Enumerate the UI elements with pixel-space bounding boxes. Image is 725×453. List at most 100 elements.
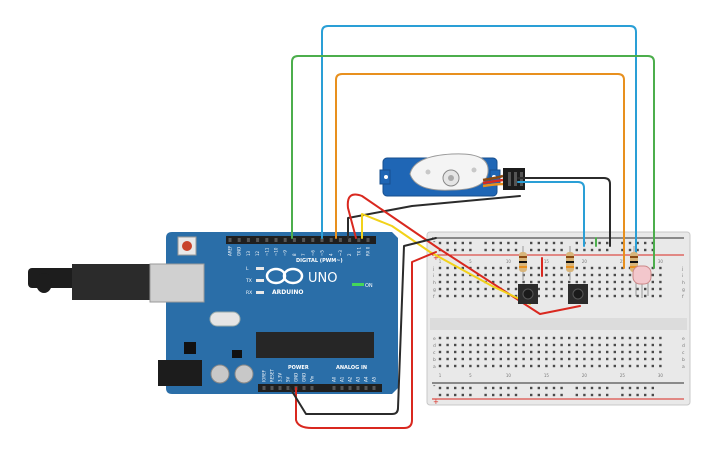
rail-plus-label-bottom: +	[433, 398, 439, 406]
usb-plug	[72, 264, 154, 300]
resistor-2[interactable]	[566, 246, 574, 280]
pushbutton-1[interactable]	[518, 284, 538, 304]
digital-pin-label: ~6	[310, 250, 315, 256]
status-led	[256, 279, 264, 282]
row-letter: c	[433, 351, 436, 356]
row-letter: h	[433, 280, 436, 286]
wire-blue-long[interactable]	[321, 25, 637, 269]
column-number-top: 20	[582, 259, 588, 264]
column-number-top: 1	[439, 259, 442, 264]
digital-pin-label: 12	[255, 250, 260, 256]
row-letter: d	[433, 343, 436, 349]
power-pin-label: IOREF	[262, 369, 267, 382]
analog-pin-label: A2	[348, 376, 353, 382]
digital-pin-label: GND	[237, 247, 242, 256]
analog-pin-label: A5	[372, 376, 377, 382]
row-letter: e	[682, 337, 685, 342]
servo-motor	[379, 153, 525, 197]
power-analog-header	[258, 384, 382, 392]
wire-yellow-button[interactable]	[361, 213, 531, 305]
analog-in-label: ANALOG IN	[336, 365, 367, 371]
analog-pin-label: A4	[364, 376, 369, 382]
analog-pin-label: A3	[356, 376, 361, 382]
wire-orange-long[interactable]	[335, 73, 625, 269]
analog-pin-label: A0	[332, 376, 337, 382]
digital-pin-label: 8	[292, 253, 297, 256]
usb-port	[149, 263, 205, 303]
row-letter: i	[682, 273, 683, 279]
row-letter: j	[432, 266, 434, 272]
row-letter: f	[433, 294, 435, 300]
wire-servo-ground[interactable]	[347, 195, 521, 239]
wire-red-5v[interactable]	[295, 251, 437, 429]
digital-pin-label: AREF	[228, 245, 233, 256]
digital-header	[226, 236, 376, 244]
column-number-top: 30	[658, 259, 664, 264]
row-letter: g	[682, 288, 685, 293]
digital-pin-label: TX 1	[356, 247, 361, 257]
column-number-bottom: 10	[506, 373, 512, 378]
row-letter: b	[433, 357, 436, 363]
wire-green-long[interactable]	[291, 55, 655, 269]
power-pin-label: 3.3V	[278, 373, 283, 382]
wire-servo-black[interactable]	[517, 177, 611, 247]
capacitor-1	[210, 364, 230, 384]
power-pin-label: GND	[294, 373, 299, 382]
breadboard-holes	[438, 241, 662, 397]
digital-pin-label: ~9	[283, 250, 288, 256]
breadboard-components	[518, 246, 652, 304]
arduino-uno-board: ARDUINO UNO DIGITAL (PWM~) POWER ANALOG …	[28, 232, 398, 394]
pushbutton-2[interactable]	[568, 284, 588, 304]
status-led-label: TX	[245, 278, 252, 284]
row-letter: b	[682, 357, 685, 363]
digital-pin-label: ~10	[274, 247, 279, 256]
column-number-bottom: 1	[439, 373, 442, 378]
row-letter: c	[682, 351, 685, 356]
wires	[289, 25, 655, 429]
on-led	[352, 283, 364, 286]
uno-text: UNO	[308, 271, 337, 286]
digital-pin-label: 4	[329, 253, 334, 256]
resistor-1[interactable]	[519, 246, 527, 280]
digital-pin-label: ~11	[264, 247, 269, 256]
column-number-bottom: 25	[620, 373, 626, 378]
arduino-logo	[265, 267, 304, 285]
row-letter: j	[681, 266, 683, 272]
row-letter: f	[682, 294, 684, 300]
usb-cable	[28, 268, 78, 288]
row-letter: e	[433, 337, 436, 342]
crystal	[209, 311, 241, 327]
status-led-label: L	[246, 266, 249, 272]
rgb-led[interactable]	[632, 265, 652, 298]
digital-pin-label: ~5	[320, 250, 325, 256]
power-pin-label: 5V	[286, 376, 291, 382]
rail-minus-label-bottom: -	[433, 382, 436, 390]
column-number-bottom: 15	[544, 373, 550, 378]
status-led	[256, 267, 264, 270]
wire-red-button[interactable]	[346, 193, 581, 315]
row-letter: a	[682, 365, 685, 370]
power-label: POWER	[288, 365, 309, 371]
on-label: ON	[365, 283, 373, 289]
power-pin-label: RESET	[270, 369, 275, 382]
power-jack	[158, 360, 202, 386]
digital-pwm-label: DIGITAL (PWM~)	[296, 258, 343, 264]
rail-plus-label: +	[433, 254, 439, 262]
reset-button[interactable]	[182, 241, 192, 251]
column-number-bottom: 30	[658, 373, 664, 378]
rail-minus-label: -	[433, 238, 436, 246]
row-letter: g	[433, 288, 436, 293]
column-number-bottom: 5	[469, 373, 472, 378]
digital-pin-label: 13	[246, 250, 251, 256]
wire-black-gnd[interactable]	[289, 237, 437, 415]
wire-servo-signal[interactable]	[517, 181, 585, 247]
row-letter: d	[682, 343, 685, 349]
power-pin-label: GND	[302, 373, 307, 382]
capacitor-2	[234, 364, 254, 384]
